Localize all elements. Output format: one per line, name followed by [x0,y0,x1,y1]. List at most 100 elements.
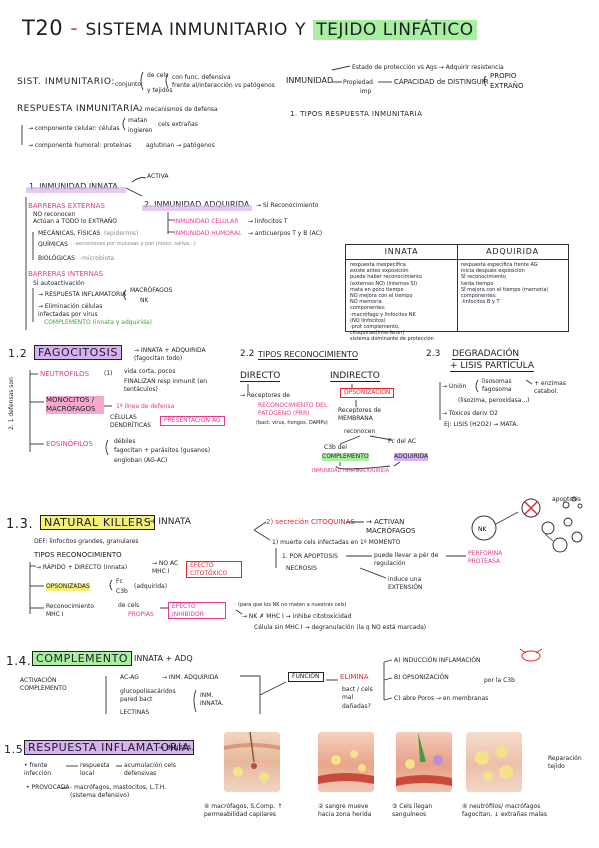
c3b-del: C3b del [324,444,347,451]
eosinofilos: EOSINÓFILOS [46,440,93,448]
deg-lisosomas: lisosomas fagosoma [482,378,512,393]
reconoc-indirecto: INDIRECTO [330,371,380,382]
nk-number: 1.3. [6,517,34,532]
nk-puede-llevar: puede llevar a pér de regulación [374,552,439,567]
inflam-respuesta: respuesta local [80,762,110,777]
inflamatoria-arrow: → INNATA. [158,744,194,752]
barrera-quimicas: QUÍMICAS [38,241,68,248]
barrera-microbiota: -microbiota [80,255,115,262]
activa-label: ACTIVA [147,173,169,180]
cells-arrive-icon [396,732,452,786]
nk-fc: Fc [116,578,123,585]
presentacion-ag: PRESENTACIÓN AG [160,416,225,426]
nk-adquirida: (adquirida) [134,583,168,590]
nk-mhc-line: → NK ✗ MHC I → inhibe citotoxicidad [242,613,352,620]
inmunidad-adquirida-heading: 2. INMUNIDAD ADQUIRIDA [144,200,249,210]
comp-bact: bact / cels mal [342,686,373,701]
adquirida-column: ADQUIRIDA respuesta específica frente AG… [457,245,568,331]
efecto-citotoxico: EFECTO CITOTÓXICO [186,561,242,578]
inflam-fig2-caption: ② sangre mueve hacia zona herida [318,803,372,818]
comp-c1-arrow: → INM. ADQUIRIDA [162,674,219,681]
innata-line: -prot complemento, [350,324,400,331]
componente-celular: → componente celular: células [28,125,120,132]
inflam-fig3-caption: ③ Cels llegan sanguíneos [392,803,433,818]
innata-highlight [26,187,126,193]
adquirida-line: -linfocitos B y T [461,299,500,306]
barreras-externas: BARRERAS EXTERNAS [28,202,105,210]
barreras-internas: BARRERAS INTERNAS [28,270,104,278]
inflam-figure-3 [396,732,452,792]
innata-line: (externos NO) (internos SI) [350,280,418,287]
svg-text:NK: NK [478,526,487,533]
inflam-figure-4 [466,732,522,792]
page-title: T20 - SISTEMA INMUNITARIO Y TEJIDO LINFÁ… [22,16,477,40]
inflamatoria-number: 1.5 [4,743,24,756]
innata-line: -macrófago y linfocitos NK [350,311,416,318]
actuan: Actúan a TODO lo EXTRAÑO [33,218,118,225]
deg-h2o2: Ej: LISIS (H2O2) → MATA. [444,421,519,428]
receptores-membrana: Receptores de MEMBRANA [338,407,381,422]
inflam-fig1-caption: ④ macrófagos, S.Comp. ↑ permeabilidad ca… [204,803,283,818]
comp-c: C) abre Poros → en membranas [394,695,489,702]
innata-line: NO mejora con el tiempo [350,293,413,300]
adquirida-highlight [142,205,252,211]
inmunidad-estado: Estado de protección vs Ags → Adquirir r… [352,64,504,71]
inflam-figure-1 [224,732,280,792]
neutrofilos: NEUTRÓFILOS [40,370,90,378]
complemento-number: 1.4. [6,654,32,668]
complemento-arrow: INNATA + ADQ [134,654,193,663]
intro-frente: frente al/interacción vs patógenos [172,82,275,89]
fagocitosis-number: 1.2 [8,347,28,360]
title-y: Y [295,20,306,40]
fagocitosis-arrow: → INNATA + ADQUIRIDA (fagocitan todo) [134,347,206,362]
sist-inmunitario-label: SIST. INMUNITARIO: [17,77,115,87]
innata-line: sistema dominante de protección [350,336,434,343]
comp-elimina: ELIMINA [340,673,369,681]
innata-line: puede haber reconocimiento [350,274,423,281]
comp-c1: AC-AG [120,674,139,681]
title-main: SISTEMA INMUNITARIO [85,20,288,40]
title-sub: TEJIDO LINFÁTICO [313,20,477,40]
nk-de-cels: de cels [118,602,140,609]
innata-line: componentes: [350,305,386,312]
nk-c3b: C3b [116,588,128,595]
nk-perforina: PERFORINA PROTEASA [468,550,503,565]
adquirida-line: inicia después exposición [461,268,525,275]
inflam-frente: • frente infección [24,762,52,777]
nk-tipos: TIPOS RECONOCIMIENTO [34,551,122,559]
reconoc-patogeno: RECONOCIMIENTO DEL PATÓGENO (PRR) [258,402,328,417]
inflam-provocada: • PROVOCADA [26,784,70,791]
innata-line: citoquinas(interferón) [350,330,405,337]
comp-c2: glucopolisacáridos pared bact [120,688,176,703]
eosinofilos-fagocitan: fagocitan + parásitos (gusanos) [114,447,211,454]
linfocitos-t: → linfocitos T [248,218,288,225]
nk-induce: induce una EXTENSIÓN [388,576,423,591]
innata-column: INNATA respuesta inespecífica existe ant… [346,245,458,342]
celulas-dendriticas: CÉLULAS DENDRÍTICAS [110,414,151,429]
adquirida-line: SÍ mejora con el tiempo (memoria) [461,286,549,293]
reconoc-directo: DIRECTO [240,371,281,382]
adquirida-line: tarda tiempo [461,280,494,287]
deg-toxicos: → Tóxicos deriv O2 [442,410,498,417]
title-code: T20 [22,16,64,40]
comp-funcion: FUNCIÓN [288,672,324,682]
title-dash: - [70,16,79,40]
nk-secrecion: 2) secreción CITOQUINAS [266,518,355,526]
comp-a: A) INDUCCIÓN INFLAMACIÓN [394,657,481,664]
reconocimiento-heading: TIPOS RECONOCIMIENTO [258,350,359,360]
intro-aglutinan: aglutinan → patógenos [146,142,215,149]
adquirida-line: respuesta específica frente AG [461,262,538,268]
inmunidad-innata-tag: INMUNIDAD INNATA [312,468,362,474]
intro-conjunto: conjunto [115,81,142,88]
comp-por-c3b: por la C3b [484,677,515,684]
neutrofilos-n1: (1) [104,370,113,377]
nk-def: DEF: linfocitos grandes, granulares [34,538,139,545]
innata-column-body: respuesta inespecífica existe antes expo… [346,260,457,345]
inflam-acumulacion: acumulación cels defensivas [124,762,176,777]
reconoc-receptores: → Receptores de [240,392,290,399]
fagocitosis-heading: FAGOCITOSIS [34,345,122,360]
skin-wound-icon [224,732,280,782]
activacion-complemento: ACTIVACIÓN COMPLEMENTO [20,677,67,692]
innata-column-header: INNATA [346,245,457,260]
fc-del-ac: Fc del AC [388,438,416,445]
